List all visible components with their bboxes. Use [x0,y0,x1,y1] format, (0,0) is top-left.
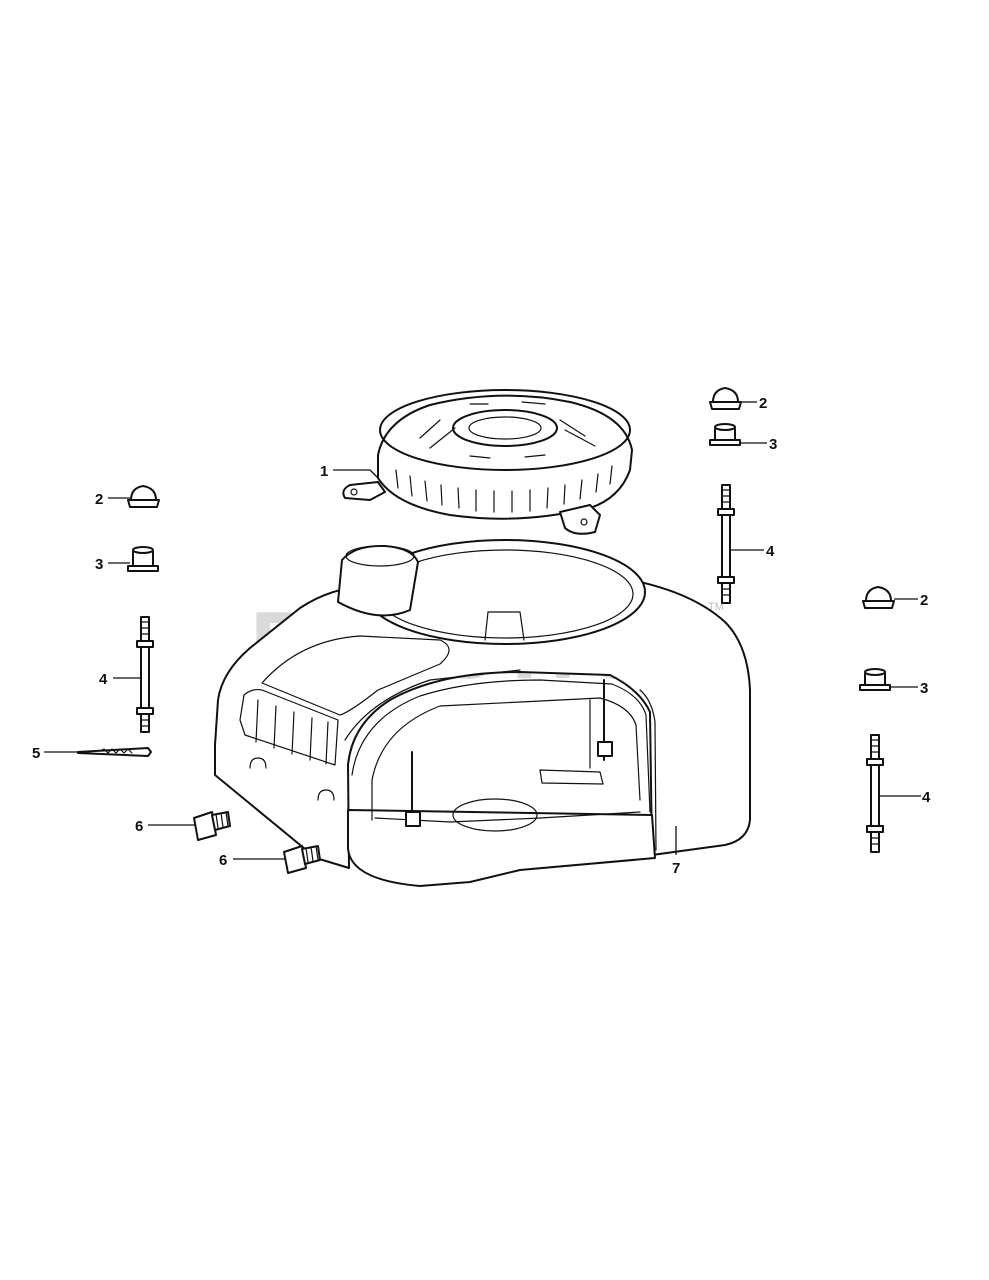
blower-housing-part-7 [214,539,751,887]
stud-part-4-left [136,616,154,733]
callout-2-top: 2 [759,395,767,412]
callout-6-upper: 6 [135,818,143,835]
callout-4-right: 4 [922,789,931,806]
watermark-tm: TM [708,601,724,613]
callout-7: 7 [672,860,680,877]
callout-3-left: 3 [95,556,103,573]
stud-part-4-right [866,734,884,853]
nut-part-2-top [709,387,742,410]
callout-3-top: 3 [769,436,777,453]
callout-4-top: 4 [766,543,775,560]
callout-2-right: 2 [920,592,928,609]
bolt-part-6-upper [193,811,231,841]
nut-part-2-right [862,586,895,609]
leader-lines [44,401,921,860]
callout-labels: 1 2 2 2 3 3 3 4 4 4 5 6 6 7 [32,395,931,877]
callout-4-left: 4 [99,671,108,688]
nut-part-2-left [127,485,160,508]
stud-part-4-top [717,484,735,604]
bolt-part-6-lower [283,845,321,874]
callout-3-right: 3 [920,680,928,697]
pin-part-5 [77,747,152,757]
callout-5: 5 [32,745,40,762]
callout-6-lower: 6 [219,852,227,869]
spacer-part-3-top [709,423,741,446]
callout-1: 1 [320,463,328,480]
callout-2-left: 2 [95,491,103,508]
spacer-part-3-right [859,668,891,691]
spacer-part-3-left [127,546,159,572]
recoil-starter-part-1 [342,389,633,535]
